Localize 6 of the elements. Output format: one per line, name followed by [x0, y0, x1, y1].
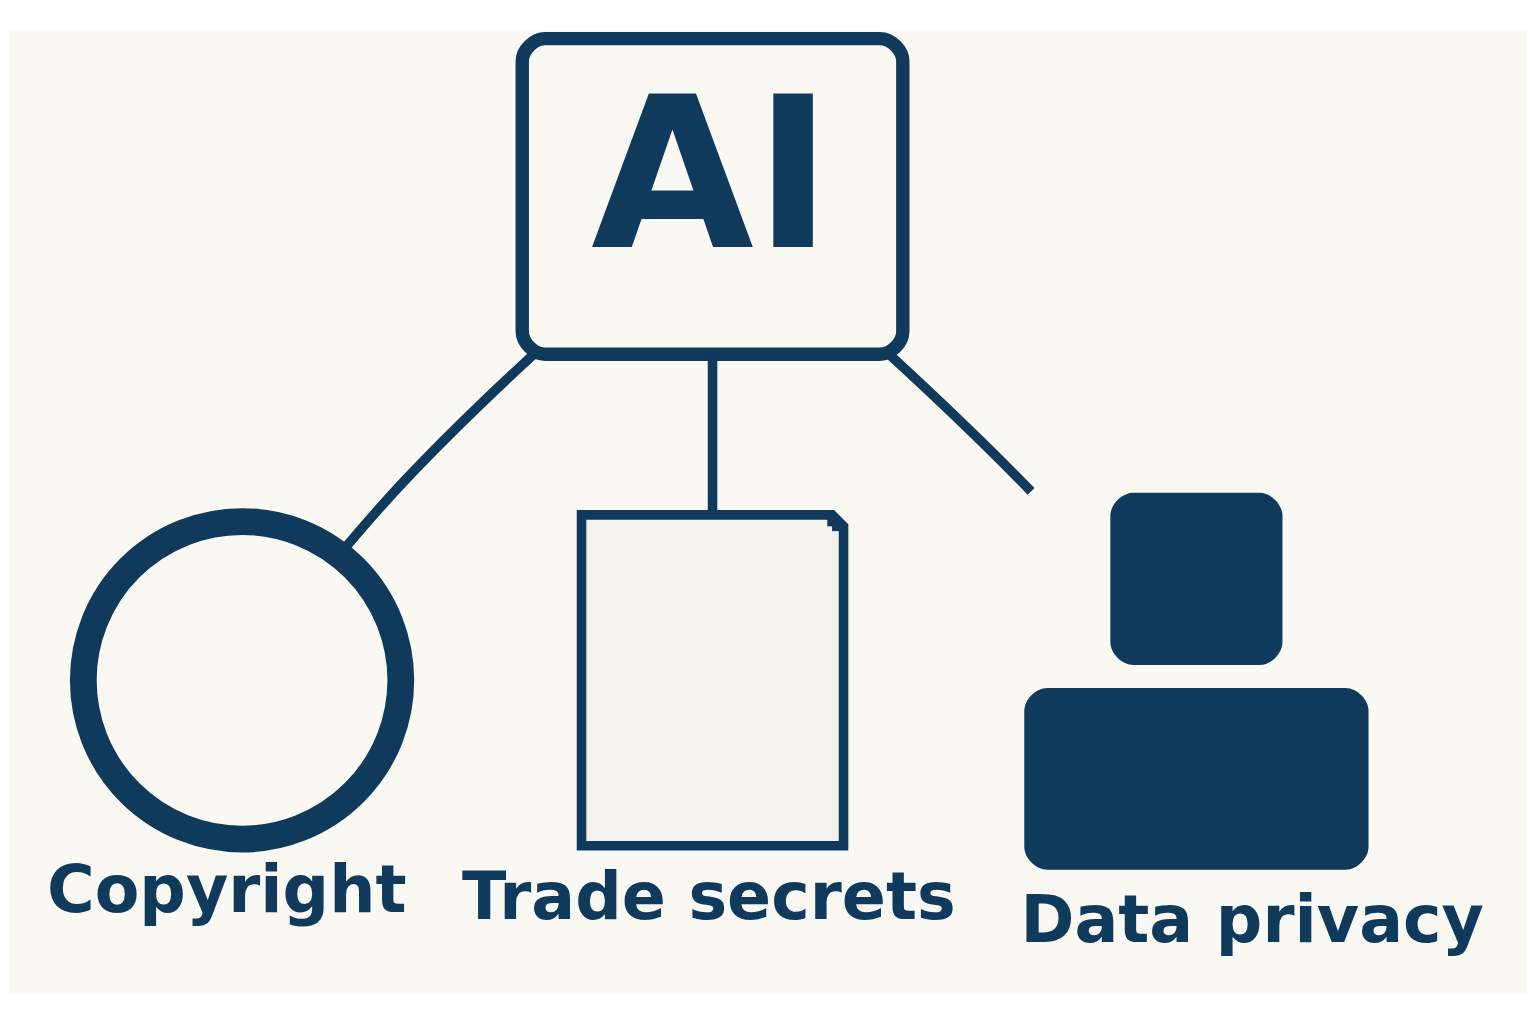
node-document — [576, 510, 849, 851]
node-label: Trade secrets — [462, 858, 956, 934]
node-box: AI — [515, 31, 910, 361]
node-label: Data privacy — [1020, 881, 1484, 957]
node-label: Copyright — [46, 852, 407, 928]
node-circle — [69, 508, 415, 853]
